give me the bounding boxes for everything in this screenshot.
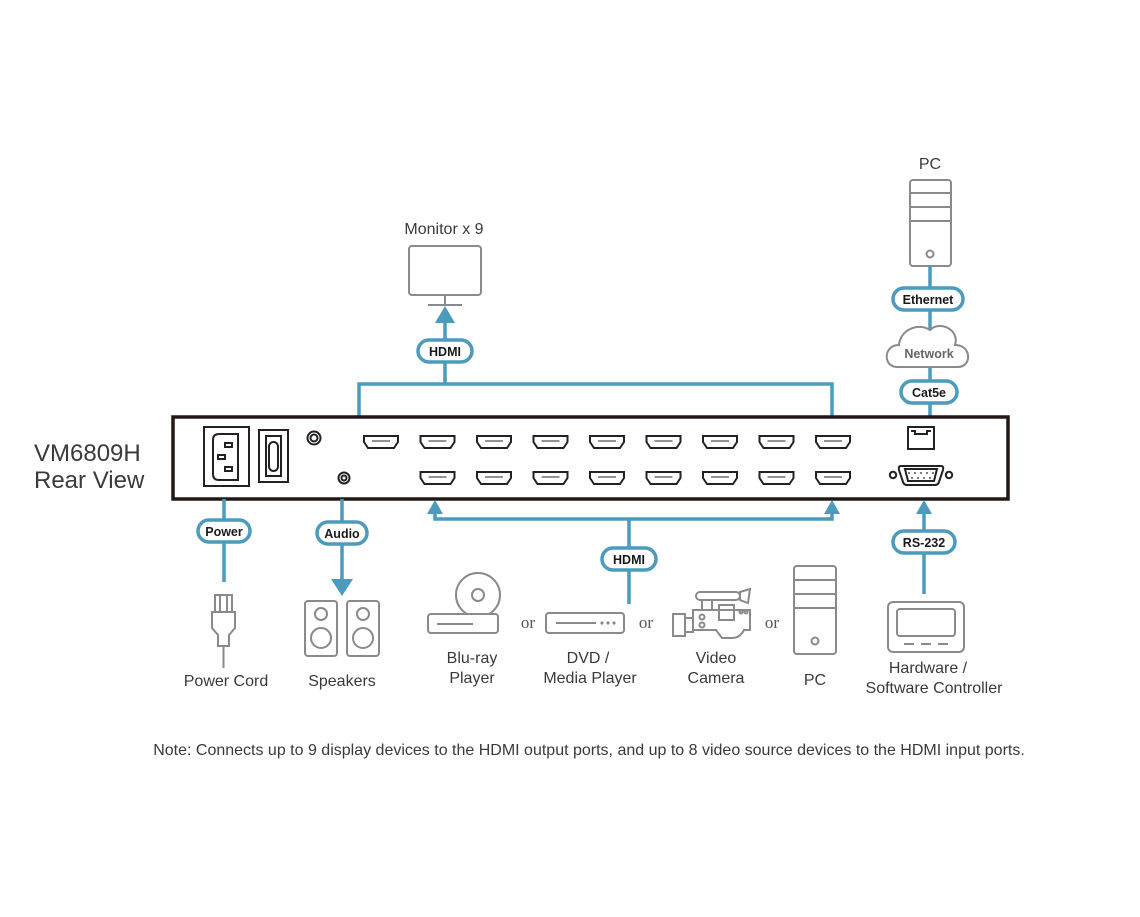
or-separator: or (765, 613, 780, 632)
or-separator: or (521, 613, 536, 632)
pc-source-label: PC (804, 672, 826, 689)
ground-screw-icon (306, 430, 322, 446)
hdmi-input-port[interactable] (645, 471, 682, 485)
controller-label-line1: Hardware / (889, 660, 968, 677)
cat5e-pill: Cat5e (899, 379, 959, 405)
svg-text:Cat5e: Cat5e (912, 386, 946, 400)
hdmi-input-ports (419, 471, 851, 485)
hdmi-input-port[interactable] (476, 471, 512, 485)
svg-text:HDMI: HDMI (429, 345, 461, 359)
audio-pill: Audio (315, 520, 369, 546)
camera-label-line1: Video (696, 650, 737, 667)
power-cord-icon (211, 594, 236, 668)
dvd-player-icon (545, 612, 625, 634)
view-label: Rear View (34, 467, 145, 494)
hdmi-output-port[interactable] (645, 435, 682, 449)
controller-icon (887, 601, 965, 653)
monitor-icon (408, 245, 482, 306)
power-cord-label: Power Cord (184, 673, 268, 690)
network-cloud-icon: Network (885, 325, 970, 368)
svg-text:RS-232: RS-232 (903, 536, 945, 550)
dvd-label-line2: Media Player (543, 670, 637, 687)
ethernet-pill: Ethernet (891, 286, 965, 312)
rs232-port[interactable] (888, 465, 954, 486)
network-label: Network (904, 347, 953, 361)
bluray-label-line2: Player (449, 670, 495, 687)
bluray-label-line1: Blu-ray (447, 650, 498, 667)
hdmi-output-port[interactable] (419, 435, 456, 449)
hdmi-output-port[interactable] (476, 435, 512, 449)
power-switch[interactable] (258, 429, 289, 483)
model-label: VM6809H (34, 440, 141, 467)
hdmi-output-port[interactable] (702, 435, 738, 449)
monitor-label: Monitor x 9 (404, 221, 483, 238)
hdmi-input-port[interactable] (419, 471, 456, 485)
hdmi-input-port[interactable] (815, 471, 851, 485)
hdmi-input-port[interactable] (702, 471, 738, 485)
speakers-label: Speakers (308, 673, 376, 690)
controller-label-line2: Software Controller (866, 680, 1004, 697)
bluray-player-icon (427, 572, 501, 634)
svg-text:Power: Power (205, 525, 243, 539)
hdmi-input-pill: HDMI (600, 546, 658, 572)
hdmi-output-ports (363, 435, 851, 449)
svg-text:HDMI: HDMI (613, 553, 645, 567)
dvd-label-line1: DVD / (567, 650, 610, 667)
camera-label-line2: Camera (688, 670, 745, 687)
ethernet-port[interactable] (907, 426, 935, 450)
svg-text:Audio: Audio (324, 527, 360, 541)
speakers-icon (304, 600, 380, 657)
hdmi-output-pill: HDMI (416, 338, 474, 364)
hdmi-output-port[interactable] (363, 435, 399, 449)
pc-source-icon (793, 565, 837, 655)
svg-text:Ethernet: Ethernet (903, 293, 955, 307)
hdmi-input-port[interactable] (758, 471, 795, 485)
pc-top-label: PC (919, 156, 941, 173)
hdmi-output-port[interactable] (758, 435, 795, 449)
rs232-pill: RS-232 (891, 529, 957, 555)
hdmi-output-port[interactable] (589, 435, 625, 449)
device-chassis (171, 415, 1010, 501)
or-separator: or (639, 613, 654, 632)
power-inlet-icon (203, 426, 250, 487)
video-camera-icon (672, 587, 752, 639)
footnote: Note: Connects up to 9 display devices t… (153, 742, 1025, 759)
hdmi-input-port[interactable] (589, 471, 625, 485)
hdmi-input-port[interactable] (532, 471, 569, 485)
hdmi-output-port[interactable] (815, 435, 851, 449)
audio-jack[interactable] (337, 471, 351, 485)
pc-tower-icon (909, 179, 952, 267)
hdmi-output-port[interactable] (532, 435, 569, 449)
power-pill: Power (196, 518, 252, 544)
